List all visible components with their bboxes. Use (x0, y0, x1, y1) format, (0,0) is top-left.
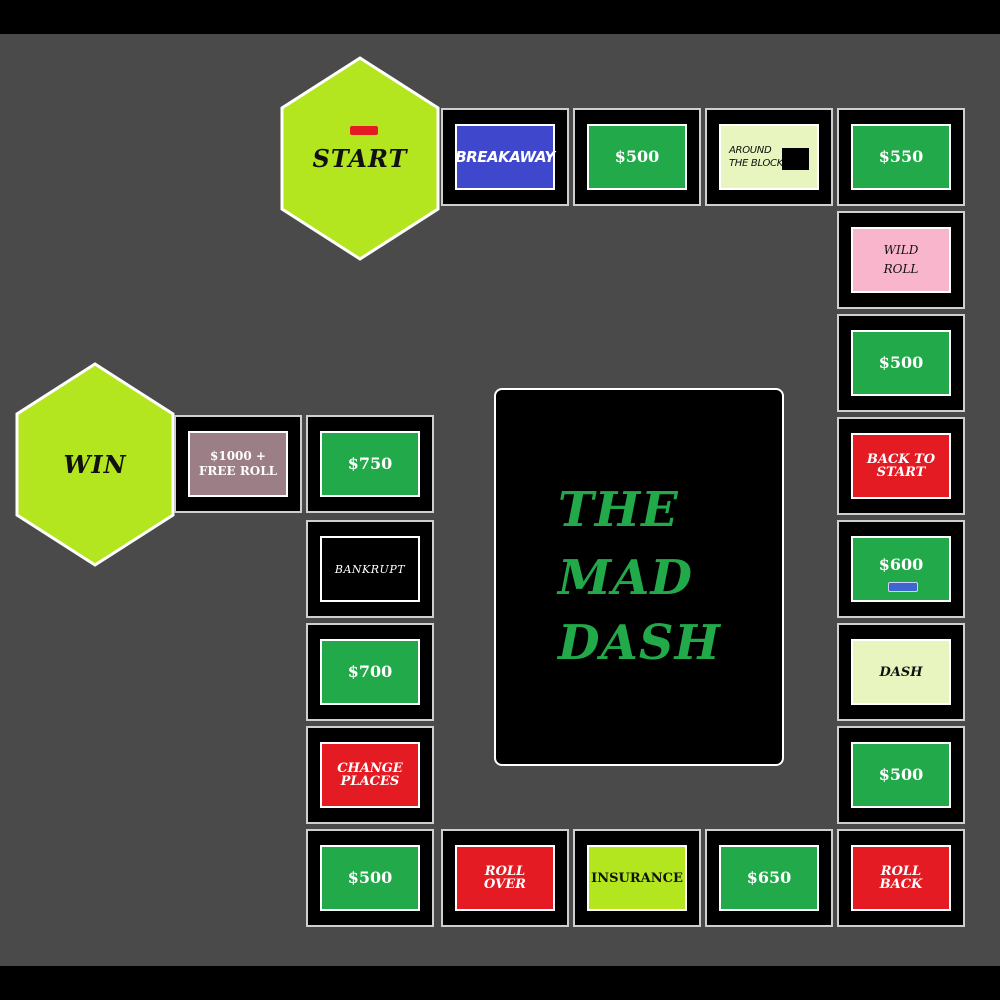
tile-top-550-label: $550 (851, 124, 951, 190)
tile-right-500-a[interactable]: $500 (837, 314, 965, 412)
tile-right-600[interactable]: $600 (837, 520, 965, 618)
tile-final-prize[interactable]: $1000 + FREE ROLL (174, 415, 302, 513)
player-token-blue[interactable] (888, 582, 918, 592)
tile-left-750[interactable]: $750 (306, 415, 434, 513)
tile-roll-over-face: ROLL OVER (455, 845, 555, 911)
final-line-1: $1000 + (210, 449, 266, 463)
tile-bottom-650[interactable]: $650 (705, 829, 833, 927)
tile-back-to-start-face: BACK TO START (851, 433, 951, 499)
tile-breakaway-label: BREAKAWAY (455, 124, 555, 190)
tile-dash[interactable]: DASH (837, 623, 965, 721)
rollback-line-1: ROLL (880, 864, 922, 879)
tile-bankrupt[interactable]: BANKRUPT (306, 520, 434, 618)
around-line-2: THE BLOCK (729, 158, 783, 169)
title-card: THE MAD DASH (494, 388, 784, 766)
win-label: WIN (63, 450, 127, 479)
tile-change-places-face: CHANGE PLACES (320, 742, 420, 808)
tile-around-the-block-face: AROUND THE BLOCK (719, 124, 819, 190)
back-line-2: START (876, 465, 926, 480)
around-line-1: AROUND (729, 144, 772, 156)
tile-roll-back-face: ROLL BACK (851, 845, 951, 911)
tile-around-the-block[interactable]: AROUND THE BLOCK (705, 108, 833, 206)
tile-insurance-label: INSURANCE (587, 845, 687, 911)
start-label: START (312, 144, 408, 173)
start-space[interactable]: START (280, 56, 440, 261)
tile-roll-back[interactable]: ROLL BACK (837, 829, 965, 927)
tile-wild-roll[interactable]: WILD ROLL (837, 211, 965, 309)
tile-right-500-a-label: $500 (851, 330, 951, 396)
tile-left-750-label: $750 (320, 431, 420, 497)
tile-back-to-start[interactable]: BACK TO START (837, 417, 965, 515)
wild-line-2: ROLL (883, 262, 919, 276)
block-square-icon (782, 148, 809, 170)
tile-insurance[interactable]: INSURANCE (573, 829, 701, 927)
rollback-line-2: BACK (879, 877, 923, 892)
title-line-3: DASH (558, 615, 721, 671)
wild-line-1: WILD (883, 242, 919, 257)
tile-right-500-b-label: $500 (851, 742, 951, 808)
rollover-line-1: ROLL (484, 864, 526, 879)
tile-change-places[interactable]: CHANGE PLACES (306, 726, 434, 824)
tile-wild-roll-face: WILD ROLL (851, 227, 951, 293)
player-token-red[interactable] (350, 126, 378, 135)
tile-final-prize-face: $1000 + FREE ROLL (188, 431, 288, 497)
tile-roll-over[interactable]: ROLL OVER (441, 829, 569, 927)
tile-left-700[interactable]: $700 (306, 623, 434, 721)
title-line-2: MAD (558, 550, 693, 606)
tile-bottom-650-label: $650 (719, 845, 819, 911)
tile-breakaway[interactable]: BREAKAWAY (441, 108, 569, 206)
tile-right-600-label: $600 (851, 536, 951, 602)
back-line-1: BACK TO (866, 452, 936, 467)
rollover-line-2: OVER (484, 877, 526, 892)
tile-left-700-label: $700 (320, 639, 420, 705)
tile-bottom-500-label: $500 (320, 845, 420, 911)
tile-bottom-500[interactable]: $500 (306, 829, 434, 927)
tile-bankrupt-label: BANKRUPT (320, 536, 420, 602)
tile-dash-label: DASH (851, 639, 951, 705)
tile-top-500[interactable]: $500 (573, 108, 701, 206)
final-line-2: FREE ROLL (198, 464, 278, 478)
change-line-1: CHANGE (337, 761, 403, 776)
win-space[interactable]: WIN (15, 362, 175, 567)
tile-top-550[interactable]: $550 (837, 108, 965, 206)
change-line-2: PLACES (340, 774, 400, 789)
title-line-1: THE (558, 482, 679, 538)
tile-right-500-b[interactable]: $500 (837, 726, 965, 824)
tile-top-500-label: $500 (587, 124, 687, 190)
